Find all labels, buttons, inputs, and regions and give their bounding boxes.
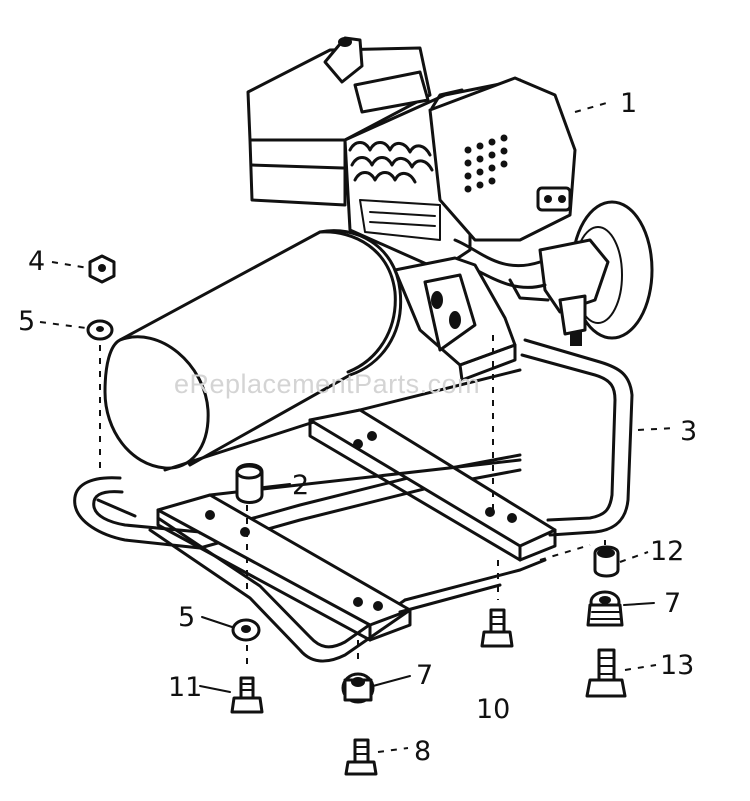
part-8-bolt <box>344 738 378 776</box>
watermark-text: eReplacementParts.com <box>174 369 480 399</box>
callout-7-right: 7 <box>664 588 681 619</box>
part-7-mount <box>341 672 375 704</box>
blower-vents <box>464 134 508 193</box>
callout-7-lower: 7 <box>416 660 433 691</box>
callout-11: 11 <box>168 672 202 703</box>
part-11-bolt <box>230 676 264 714</box>
part-12-spacer <box>593 545 620 578</box>
part-10-bolt <box>480 608 514 648</box>
callout-8: 8 <box>414 736 431 767</box>
callout-5-upper: 5 <box>18 306 35 337</box>
callout-5-lower: 5 <box>178 602 195 633</box>
callout-1: 1 <box>620 88 637 119</box>
engine <box>246 36 654 382</box>
hardware <box>86 254 627 776</box>
part-7-mount-right <box>586 590 624 627</box>
callout-labels: 1 4 5 2 3 12 7 13 5 11 7 10 8 <box>18 88 697 767</box>
callout-12: 12 <box>650 536 684 567</box>
callout-3: 3 <box>680 416 697 447</box>
callout-4: 4 <box>28 246 45 277</box>
frame-handle <box>73 338 634 663</box>
leader-lines <box>39 101 676 753</box>
callout-13: 13 <box>660 650 694 681</box>
assembly-lines <box>99 335 606 665</box>
callout-10: 10 <box>476 694 510 725</box>
part-13-bolt <box>585 648 627 698</box>
callout-2: 2 <box>292 470 309 501</box>
